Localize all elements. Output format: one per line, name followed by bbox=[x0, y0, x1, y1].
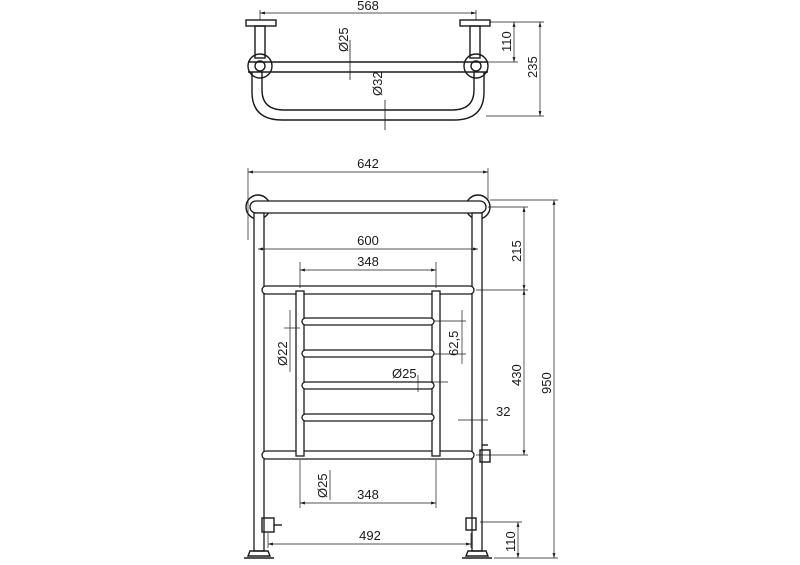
dim-rail-width: 600 bbox=[357, 233, 379, 248]
dim-inner-top: 348 bbox=[357, 254, 379, 269]
front-lower-rail bbox=[261, 450, 475, 460]
dim-top-depth-wall: 110 bbox=[499, 31, 514, 52]
front-inner-bar bbox=[301, 413, 435, 422]
front-post-right bbox=[471, 212, 483, 552]
front-inner-bar bbox=[301, 381, 435, 390]
dim-lower-bar-dia: Ø25 bbox=[315, 473, 330, 498]
front-view: 642 600 348 215 430 950 62,5 Ø25 bbox=[244, 156, 558, 559]
front-inner-post-left bbox=[295, 290, 305, 457]
dim-bar-pitch: 62,5 bbox=[446, 331, 461, 356]
front-inner-bar bbox=[301, 349, 435, 358]
front-upper-rail bbox=[261, 285, 475, 295]
top-post-right bbox=[463, 53, 489, 79]
top-post-left bbox=[247, 53, 273, 79]
dim-inner-bar-dia: Ø25 bbox=[392, 366, 417, 381]
front-valve-right bbox=[479, 449, 491, 463]
dim-foot-width: 492 bbox=[359, 528, 381, 543]
dim-side-offset: 32 bbox=[496, 404, 510, 419]
top-u-bar bbox=[251, 72, 485, 121]
front-inner-bar bbox=[301, 317, 435, 326]
dim-top-bar-dia: Ø25 bbox=[336, 27, 351, 52]
dim-top-post-dia: Ø32 bbox=[370, 71, 385, 96]
top-wall-flange-left bbox=[245, 19, 277, 27]
top-bracket-left bbox=[254, 25, 266, 59]
dim-foot-height: 110 bbox=[503, 531, 518, 552]
front-post-left bbox=[253, 212, 265, 552]
dim-inner-bottom: 348 bbox=[357, 487, 379, 502]
dim-top-offset: 215 bbox=[509, 240, 524, 262]
dim-overall-height: 950 bbox=[539, 372, 554, 394]
dim-section-height: 430 bbox=[509, 364, 524, 386]
front-foot-left bbox=[246, 550, 272, 557]
top-bracket-right bbox=[469, 25, 481, 59]
front-top-rail bbox=[249, 200, 487, 214]
top-wall-flange-right bbox=[459, 19, 491, 27]
dim-top-depth-total: 235 bbox=[525, 56, 540, 78]
front-foot-right bbox=[464, 550, 490, 557]
top-view: 568 Ø25 Ø32 110 235 bbox=[245, 0, 544, 130]
dim-overall-width: 642 bbox=[357, 156, 379, 171]
front-inner-post-right bbox=[431, 290, 441, 457]
dim-frame-dia: Ø22 bbox=[275, 341, 290, 366]
dim-top-width: 568 bbox=[357, 0, 379, 13]
